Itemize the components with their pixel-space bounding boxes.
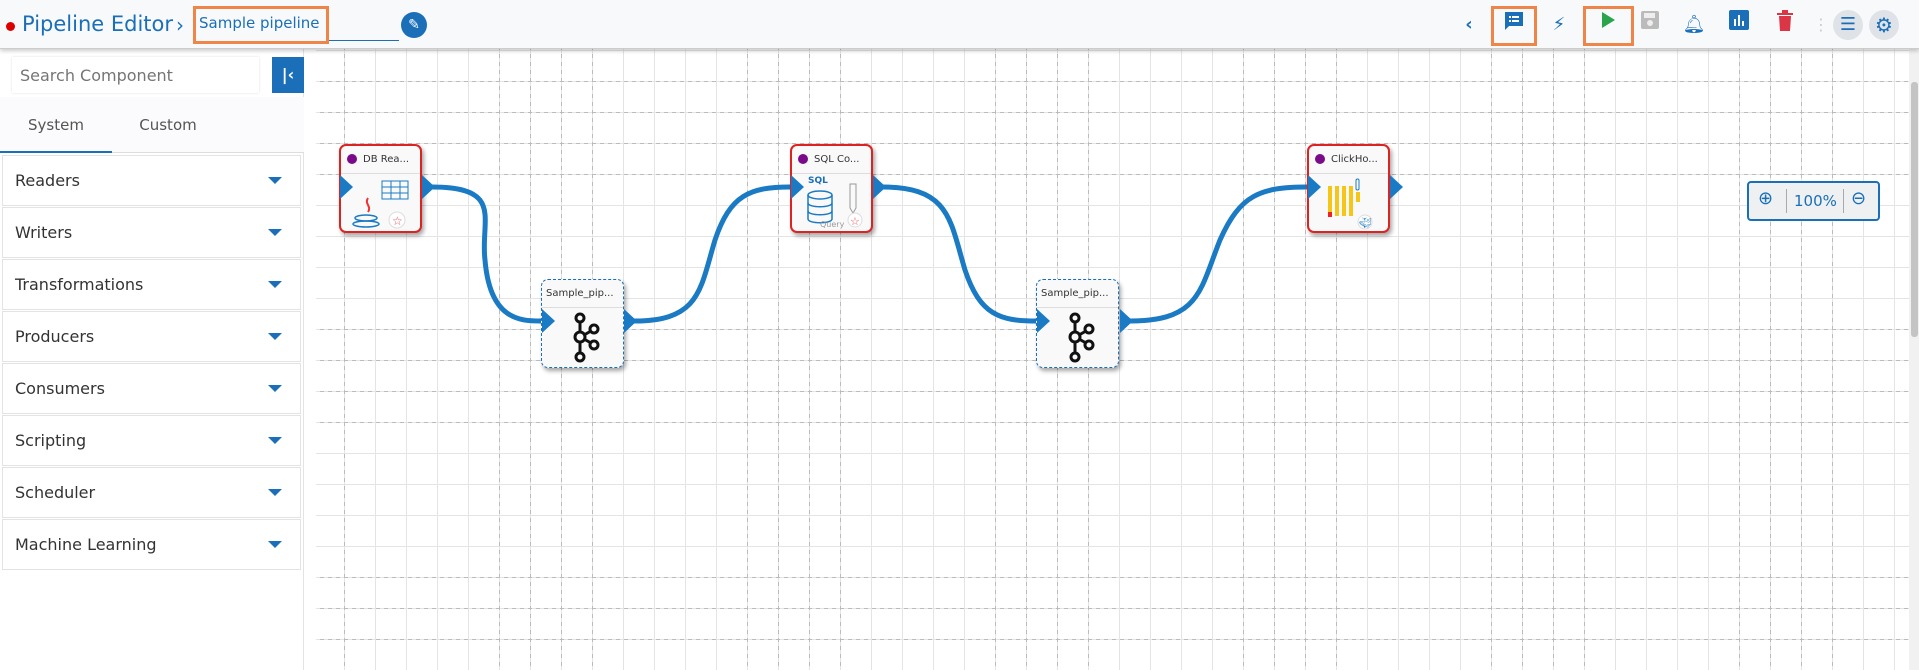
output-port[interactable]	[422, 175, 435, 199]
back-chevron-icon[interactable]: ‹	[1465, 14, 1473, 35]
alert-bell-icon[interactable]: 🔔︎	[1682, 14, 1706, 35]
divider	[1786, 189, 1787, 213]
category-label: Producers	[15, 327, 95, 346]
node-label: Sample_pip...	[1037, 280, 1118, 308]
sql-icon-text: SQL	[808, 176, 828, 186]
tab-custom[interactable]: Custom	[139, 116, 197, 134]
divider	[1843, 189, 1844, 213]
node-label: ClickHo...	[1309, 146, 1388, 174]
header: Pipeline Editor › Sample pipeline ✎ ‹ ⚡ …	[0, 0, 1919, 49]
breadcrumb-chevron-icon: ›	[176, 13, 184, 37]
sql-query-icon: SQL ☆ Query	[792, 176, 871, 232]
output-port[interactable]	[624, 309, 637, 333]
highlight-box	[1491, 6, 1537, 46]
category-label: Readers	[15, 171, 80, 190]
category-producers[interactable]: Producers	[2, 311, 301, 362]
output-port[interactable]	[1120, 309, 1133, 333]
caret-down-icon	[268, 437, 282, 444]
node-label: DB Rea...	[341, 146, 420, 174]
category-transformations[interactable]: Transformations	[2, 259, 301, 310]
list-icon[interactable]: ☰	[1833, 10, 1863, 40]
category-writers[interactable]: Writers	[2, 207, 301, 258]
input-port[interactable]	[340, 175, 353, 199]
kafka-icon	[1037, 310, 1118, 366]
status-dot	[6, 22, 15, 31]
query-icon-text: Query	[820, 220, 845, 229]
search-component-input[interactable]	[12, 57, 259, 93]
input-port[interactable]	[791, 175, 804, 199]
page-title: Pipeline Editor	[22, 12, 174, 36]
caret-down-icon	[268, 281, 282, 288]
category-list: Readers Writers Transformations Producer…	[2, 155, 301, 571]
category-label: Scheduler	[15, 483, 96, 502]
java-db-icon: ☆	[341, 176, 420, 232]
output-port[interactable]	[1390, 175, 1403, 199]
edit-pencil-icon[interactable]: ✎	[401, 12, 427, 38]
zoom-control: ⊕ 100% ⊖	[1747, 181, 1880, 221]
category-label: Machine Learning	[15, 535, 157, 554]
node-label: Sample_pip...	[542, 280, 623, 308]
caret-down-icon	[268, 489, 282, 496]
clickhouse-icon: 🐳︎	[1309, 176, 1388, 232]
comments-icon[interactable]	[1499, 10, 1529, 40]
kafka-icon	[542, 310, 623, 366]
save-icon[interactable]	[1635, 10, 1665, 40]
highlight-box	[193, 6, 329, 44]
highlight-box	[1583, 6, 1634, 46]
caret-down-icon	[268, 385, 282, 392]
category-machine-learning[interactable]: Machine Learning	[2, 519, 301, 570]
component-sidebar: |‹ System Custom Readers Writers Transfo…	[0, 49, 304, 670]
monitor-chart-icon[interactable]	[1724, 10, 1754, 40]
canvas-scrollbar[interactable]	[1909, 49, 1919, 670]
name-underline	[329, 40, 399, 41]
category-label: Writers	[15, 223, 73, 242]
category-consumers[interactable]: Consumers	[2, 363, 301, 414]
output-port[interactable]	[873, 175, 886, 199]
category-readers[interactable]: Readers	[2, 155, 301, 206]
category-label: Consumers	[15, 379, 105, 398]
svg-text:☆: ☆	[392, 214, 403, 228]
component-tabs: System Custom	[0, 97, 304, 153]
input-port[interactable]	[1308, 175, 1321, 199]
zoom-out-icon[interactable]: ⊖	[1851, 188, 1867, 209]
node-label: SQL Co...	[792, 146, 871, 174]
zoom-level: 100%	[1794, 192, 1837, 210]
category-label: Scripting	[15, 431, 87, 450]
node-kafka-event[interactable]: Sample_pip...	[541, 279, 624, 368]
scrollbar-thumb[interactable]	[1911, 82, 1918, 337]
caret-down-icon	[268, 333, 282, 340]
more-dots-icon[interactable]: ⋮	[1813, 15, 1829, 34]
input-port[interactable]	[542, 309, 555, 333]
collapse-sidebar-button[interactable]: |‹	[272, 57, 304, 93]
category-scheduler[interactable]: Scheduler	[2, 467, 301, 518]
svg-text:☆: ☆	[850, 215, 860, 228]
caret-down-icon	[268, 229, 282, 236]
status-dot	[1315, 154, 1325, 164]
tab-system[interactable]: System	[0, 97, 112, 153]
bolt-icon[interactable]: ⚡	[1552, 14, 1566, 35]
category-label: Transformations	[15, 275, 144, 294]
input-port[interactable]	[1037, 309, 1050, 333]
delete-trash-icon[interactable]	[1770, 10, 1800, 40]
run-play-icon[interactable]	[1593, 10, 1623, 40]
status-dot	[347, 154, 357, 164]
svg-text:🐳︎: 🐳︎	[1359, 217, 1372, 229]
settings-gear-icon[interactable]: ⚙	[1869, 10, 1899, 40]
status-dot	[798, 154, 808, 164]
caret-down-icon	[268, 541, 282, 548]
pipeline-name[interactable]: Sample pipeline	[199, 14, 320, 32]
caret-down-icon	[268, 177, 282, 184]
zoom-in-icon[interactable]: ⊕	[1758, 188, 1774, 209]
category-scripting[interactable]: Scripting	[2, 415, 301, 466]
